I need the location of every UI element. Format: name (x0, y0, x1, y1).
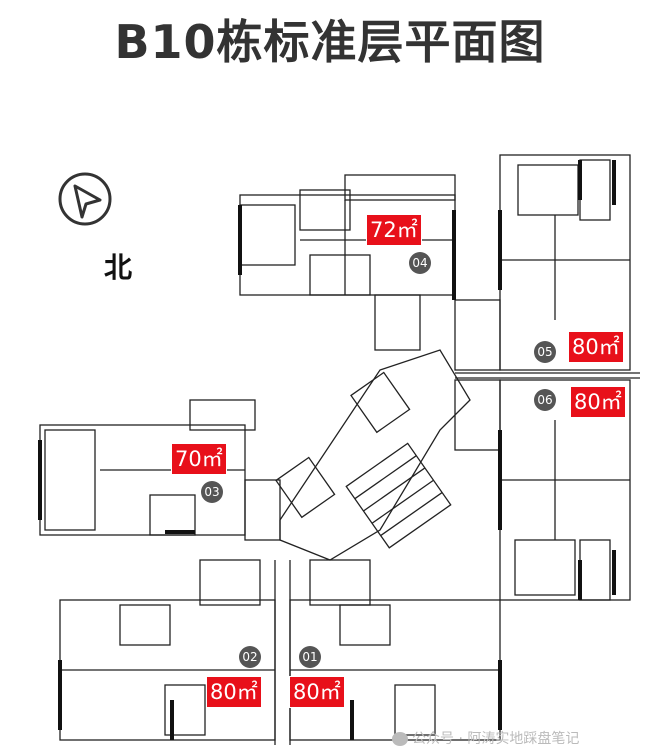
compass-icon (58, 172, 112, 226)
unit-02-number: 02 (239, 646, 261, 668)
unit-01-area: 80㎡ (289, 676, 345, 708)
unit-01-number: 01 (299, 646, 321, 668)
north-label: 北 (104, 251, 133, 284)
wechat-icon (392, 732, 408, 746)
unit-03-number: 03 (201, 481, 223, 503)
unit-04-area: 72㎡ (366, 214, 422, 246)
thick-walls (38, 160, 616, 740)
watermark: 公众号 · 阿涛实地踩盘笔记 (392, 728, 579, 748)
unit-02-area: 80㎡ (206, 676, 262, 708)
unit-03-area: 70㎡ (171, 443, 227, 475)
walls (39, 154, 640, 745)
unit-06-area: 80㎡ (570, 386, 626, 418)
page-title: B10栋标准层平面图 (114, 15, 546, 69)
unit-04-number: 04 (409, 252, 431, 274)
unit-06-number: 06 (534, 389, 556, 411)
watermark-text: 公众号 · 阿涛实地踩盘笔记 (412, 731, 580, 747)
unit-05-number: 05 (534, 341, 556, 363)
unit-05-area: 80㎡ (568, 331, 624, 363)
